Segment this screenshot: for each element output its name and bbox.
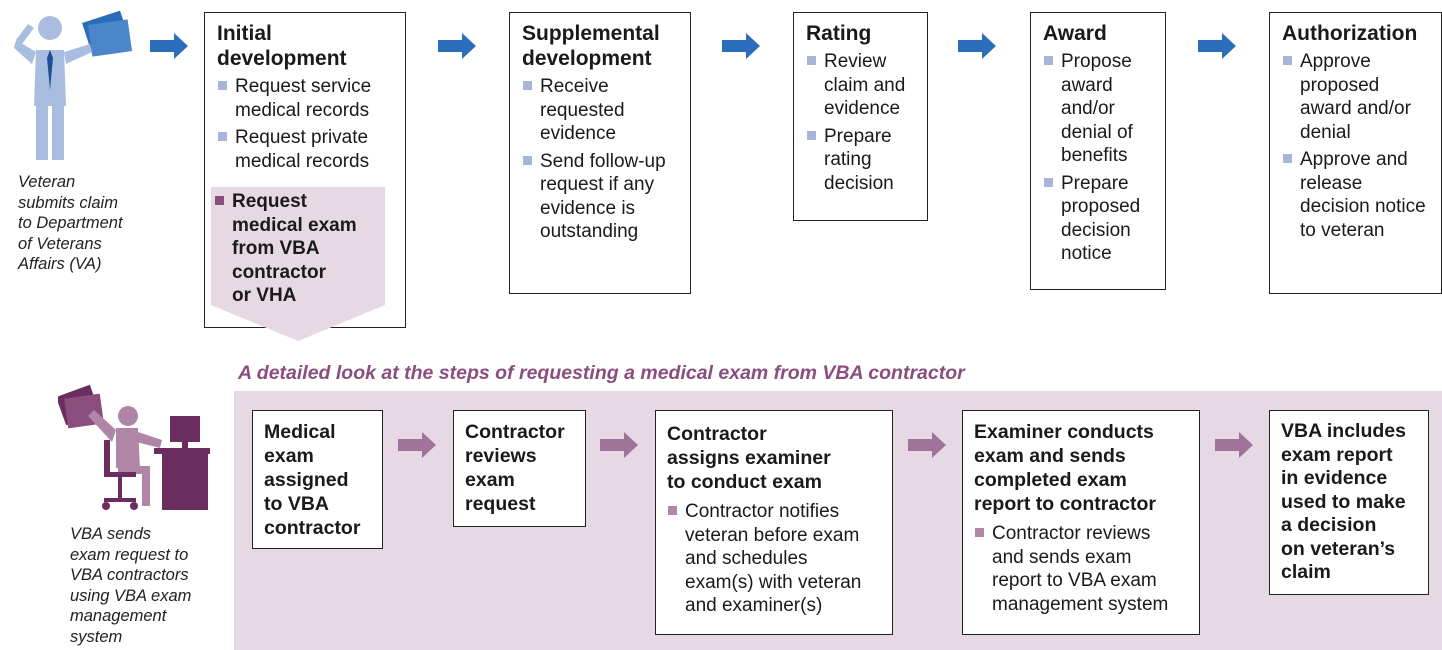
arrow-right-icon xyxy=(398,432,436,458)
bullet: Contractor notifies veteran before exam … xyxy=(667,500,886,618)
bullet: Send follow-up request if any evidence i… xyxy=(522,150,682,244)
step-title: Contractor assigns examiner to conduct e… xyxy=(667,423,831,493)
arrow-right-icon xyxy=(150,33,188,59)
highlight-exam-request: Request medical exam from VBA contractor… xyxy=(214,190,386,308)
arrow-right-icon xyxy=(600,432,638,458)
bullet: Review claim and evidence xyxy=(806,50,919,121)
bullet: Prepare rating decision xyxy=(806,125,919,196)
step-authorization: Authorization Approve proposed award and… xyxy=(1269,12,1442,294)
bullet: Receive requested evidence xyxy=(522,75,682,146)
vba-caption: VBA sends exam request to VBA contractor… xyxy=(70,525,192,646)
bullet: Propose award and/or denial of benefits xyxy=(1043,50,1157,168)
arrow-right-icon xyxy=(722,33,760,59)
bullet: Contractor reviews and sends exam report… xyxy=(974,522,1193,616)
bullet: Prepare proposed decision notice xyxy=(1043,172,1157,266)
highlight-pointer-shape xyxy=(211,187,385,341)
step-title: Supplemental development xyxy=(522,22,660,70)
step-title: Contractor reviews exam request xyxy=(465,421,565,515)
detail-heading: A detailed look at the steps of requesti… xyxy=(238,362,965,384)
detail-step-assigns-examiner: Contractor assigns examiner to conduct e… xyxy=(655,410,893,635)
step-title: Authorization xyxy=(1282,22,1418,45)
step-supplemental-development: Supplemental development Receive request… xyxy=(509,12,691,294)
arrow-right-icon xyxy=(438,33,476,59)
bullet: Request private medical records xyxy=(217,126,395,173)
detail-step-examiner-conducts: Examiner conducts exam and sends complet… xyxy=(962,410,1200,635)
arrow-right-icon xyxy=(908,432,946,458)
detail-step-contractor-reviews: Contractor reviews exam request xyxy=(453,410,586,527)
step-title: VBA includes exam report in evidence use… xyxy=(1281,420,1406,583)
bullet: Approve proposed award and/or denial xyxy=(1282,50,1435,144)
step-award: Award Propose award and/or denial of ben… xyxy=(1030,12,1166,290)
arrow-right-icon xyxy=(1198,33,1236,59)
bullet: Approve and release decision notice to v… xyxy=(1282,148,1435,242)
bullet: Request service medical records xyxy=(217,75,395,122)
detail-step-vba-includes: VBA includes exam report in evidence use… xyxy=(1269,410,1429,595)
arrow-right-icon xyxy=(1215,432,1253,458)
arrow-right-icon xyxy=(958,33,996,59)
step-title: Award xyxy=(1043,22,1107,45)
step-title: Initial development xyxy=(217,22,347,70)
step-rating: Rating Review claim and evidence Prepare… xyxy=(793,12,928,221)
veteran-figure-icon xyxy=(14,10,133,160)
step-title: Medical exam assigned to VBA contractor xyxy=(264,421,361,539)
vba-worker-icon xyxy=(58,384,210,510)
step-title: Examiner conducts exam and sends complet… xyxy=(974,421,1157,515)
veteran-caption: Veteran submits claim to Department of V… xyxy=(18,173,123,273)
step-title: Rating xyxy=(806,22,872,45)
detail-step-exam-assigned: Medical exam assigned to VBA contractor xyxy=(252,410,383,549)
